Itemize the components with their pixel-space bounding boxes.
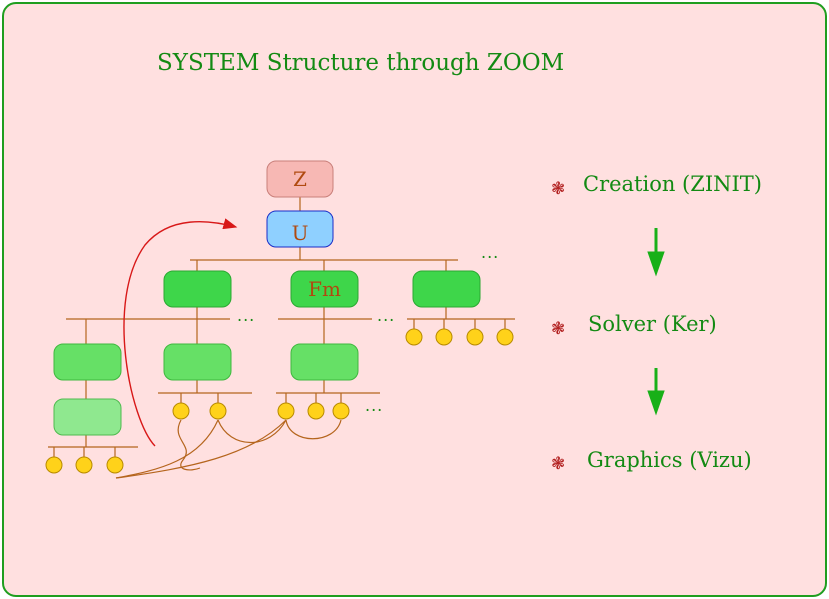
bullet-icon: ❃ <box>551 319 566 339</box>
pointer-links <box>115 419 342 479</box>
box-fm-label: Fm <box>308 277 341 301</box>
step-solver: Solver (Ker) <box>588 312 717 336</box>
box-level4 <box>53 398 122 436</box>
step-graphics: Graphics (Vizu) <box>587 448 752 472</box>
box-level2 <box>412 270 481 308</box>
box-level3 <box>53 343 122 381</box>
step-creation: Creation (ZINIT) <box>583 172 763 196</box>
tree-connectors <box>48 197 515 457</box>
bullet-icon: ❃ <box>551 179 566 199</box>
slide-title: SYSTEM Structure through ZOOM <box>157 50 565 76</box>
ellipsis: ... <box>237 306 256 325</box>
leaf-nodes <box>45 328 514 474</box>
bullet-icon: ❃ <box>551 454 566 474</box>
box-u <box>266 210 334 248</box>
box-z-label: Z <box>293 167 307 191</box>
box-level2 <box>163 270 232 308</box>
box-z <box>266 160 334 198</box>
feedback-arrow <box>123 218 238 447</box>
box-fm <box>290 270 359 308</box>
ellipsis: ... <box>481 243 500 262</box>
box-level3 <box>290 343 359 381</box>
flow-arrows <box>647 228 665 416</box>
ellipsis: ... <box>377 306 396 325</box>
ellipsis: ... <box>365 396 384 415</box>
box-u-label: U <box>291 221 309 245</box>
box-level3 <box>163 343 232 381</box>
